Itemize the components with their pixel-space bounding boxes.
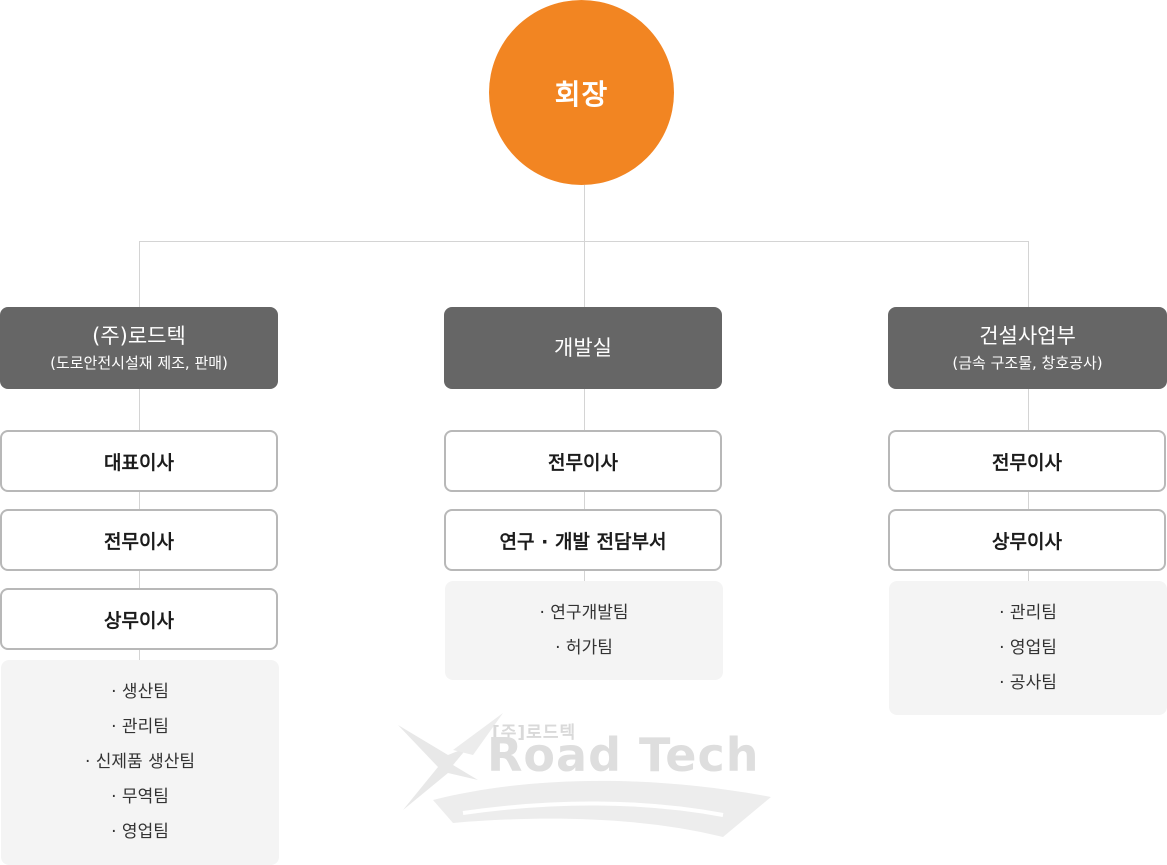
team-item: · 연구개발팀 bbox=[539, 602, 629, 623]
connector-center-drop bbox=[584, 241, 585, 307]
team-list-roadtech: · 생산팀 · 관리팀 · 신제품 생산팀 · 무역팀 · 영업팀 bbox=[1, 660, 279, 865]
dept-subtitle: (금속 구조물, 창호공사) bbox=[952, 354, 1103, 372]
dept-construction: 건설사업부 (금속 구조물, 창호공사) bbox=[888, 307, 1167, 389]
dept-development: 개발실 bbox=[444, 307, 722, 389]
logo-brand-text: Road Tech bbox=[487, 728, 760, 782]
team-item: · 허가팀 bbox=[555, 637, 613, 658]
role-box: 상무이사 bbox=[888, 509, 1166, 571]
team-item: · 생산팀 bbox=[111, 682, 169, 702]
connector-right-drop bbox=[1028, 241, 1029, 307]
connector-ceo-vertical bbox=[584, 185, 585, 242]
team-list-construction: · 관리팀 · 영업팀 · 공사팀 bbox=[889, 581, 1167, 715]
team-item: · 영업팀 bbox=[999, 637, 1057, 658]
logo-company-text: [주]로드텍 bbox=[492, 723, 577, 743]
dept-name: 건설사업부 bbox=[979, 324, 1076, 348]
team-item: · 관리팀 bbox=[999, 602, 1057, 623]
chairman-label: 회장 bbox=[554, 77, 609, 111]
dept-roadtech: (주)로드텍 (도로안전시설재 제조, 판매) bbox=[0, 307, 278, 389]
team-item: · 영업팀 bbox=[111, 822, 169, 842]
team-item: · 관리팀 bbox=[111, 717, 169, 737]
roadtech-logo-watermark bbox=[398, 713, 771, 837]
team-list-development: · 연구개발팀 · 허가팀 bbox=[445, 581, 723, 680]
dept-name: 개발실 bbox=[554, 336, 612, 360]
dept-name: (주)로드텍 bbox=[92, 324, 186, 348]
team-item: · 공사팀 bbox=[999, 672, 1057, 693]
role-box: 연구 · 개발 전담부서 bbox=[444, 509, 722, 571]
role-box: 전무이사 bbox=[0, 509, 278, 571]
team-item: · 신제품 생산팀 bbox=[84, 752, 196, 772]
role-box: 상무이사 bbox=[0, 588, 278, 650]
role-box: 전무이사 bbox=[444, 430, 722, 492]
role-box: 전무이사 bbox=[888, 430, 1166, 492]
role-box: 대표이사 bbox=[0, 430, 278, 492]
team-item: · 무역팀 bbox=[111, 787, 169, 807]
connector-left-drop bbox=[139, 241, 140, 307]
chairman-node: 회장 bbox=[489, 0, 674, 185]
dept-subtitle: (도로안전시설재 제조, 판매) bbox=[50, 354, 228, 372]
